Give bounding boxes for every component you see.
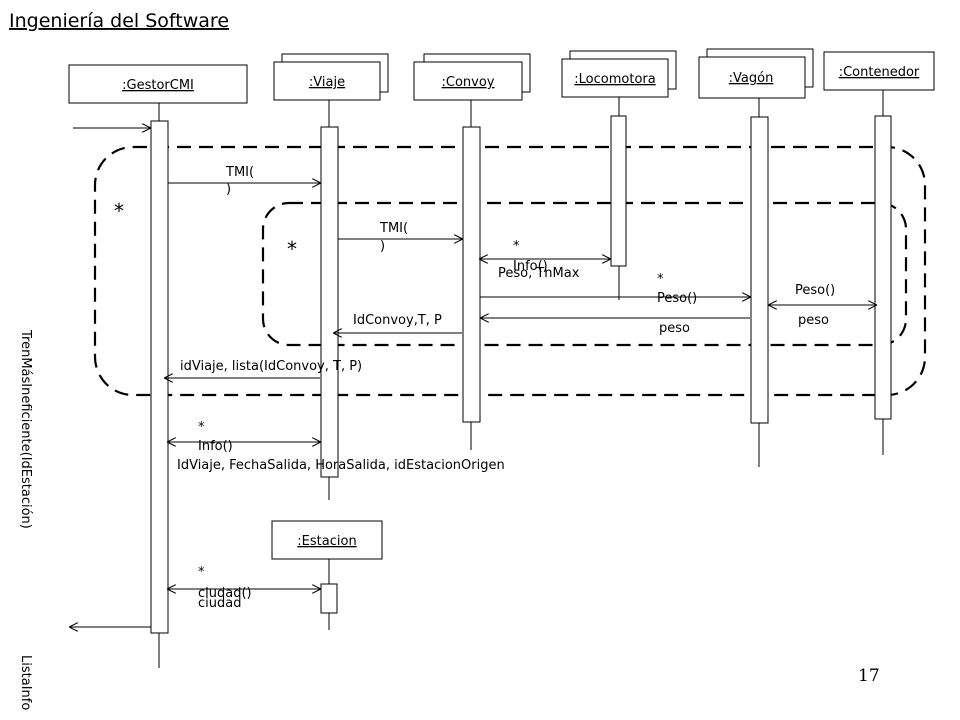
object-convoy-label: :Convoy (442, 75, 495, 90)
label-ciudad-star: * (198, 565, 205, 580)
activation-viaje (320, 126, 339, 478)
operation-label: TrenMásIneficiente(IdEstación) (18, 329, 33, 529)
object-contenedor: :Contenedor (823, 51, 935, 91)
lifelines (158, 90, 884, 668)
object-gestor: :GestorCMI (68, 64, 248, 104)
label-viaje-return: idViaje, lista(IdConvoy, T, P) (180, 359, 362, 374)
object-viaje: :Viaje (273, 53, 389, 101)
page-number: 17 (858, 666, 880, 686)
object-convoy: :Convoy (413, 53, 531, 101)
outer-loop-frame (93, 145, 927, 397)
label-peso-contenedor-return: peso (798, 313, 829, 328)
label-tmi-convoy-close: ) (380, 239, 385, 254)
activation-estacion (320, 583, 338, 614)
inner-loop-marker: * (287, 237, 297, 261)
activation-convoy (462, 126, 481, 423)
label-info-locomotora: Info() (513, 259, 548, 274)
object-locomotora: :Locomotora (561, 50, 677, 98)
object-viaje-label: :Viaje (309, 75, 345, 90)
activation-gestor (150, 120, 169, 634)
object-locomotora-label: :Locomotora (574, 72, 655, 87)
object-vagon-label: :Vagón (729, 71, 774, 86)
label-peso-vagon: Peso() (657, 291, 697, 306)
object-vagon: :Vagón (698, 48, 814, 99)
label-info-viaje-star: * (198, 420, 205, 435)
object-estacion-label: :Estacion (297, 534, 356, 549)
outer-loop-marker: * (114, 199, 124, 223)
object-contenedor-label: :Contenedor (839, 65, 920, 80)
object-gestor-label: :GestorCMI (122, 78, 194, 93)
label-info-locomotora-star: * (513, 239, 520, 254)
activation-locomotora (610, 115, 627, 267)
label-peso-vagon-star: * (657, 272, 664, 287)
label-info-viaje: Info() (198, 439, 233, 454)
label-peso-contenedor: Peso() (795, 283, 835, 298)
label-convoy-return: IdConvoy,T, P (353, 313, 442, 328)
inner-loop-frame (261, 201, 908, 347)
label-ciudad: ciudad() (198, 586, 252, 601)
label-tmi-viaje: TMI( (225, 165, 254, 180)
label-ciudad-return: ciudad (198, 596, 241, 611)
label-info-viaje-return: IdViaje, FechaSalida, HoraSalida, idEsta… (177, 458, 505, 473)
label-info-locomotora-return: Peso, TnMax (498, 266, 580, 281)
message-arrows (70, 128, 876, 627)
result-label: ListaInfo (18, 655, 33, 710)
label-tmi-convoy: TMI( (379, 221, 408, 236)
object-estacion: :Estacion (271, 520, 383, 560)
label-tmi-viaje-close: ) (226, 182, 231, 197)
activation-contenedor (874, 115, 892, 420)
message-labels: TMI( ) TMI( ) * Info() Peso, TnMax * Pes… (177, 165, 835, 611)
diagram-title: Ingeniería del Software (9, 10, 229, 32)
activation-vagon (750, 116, 769, 424)
label-peso-vagon-return: peso (659, 321, 690, 336)
activations (150, 115, 892, 634)
